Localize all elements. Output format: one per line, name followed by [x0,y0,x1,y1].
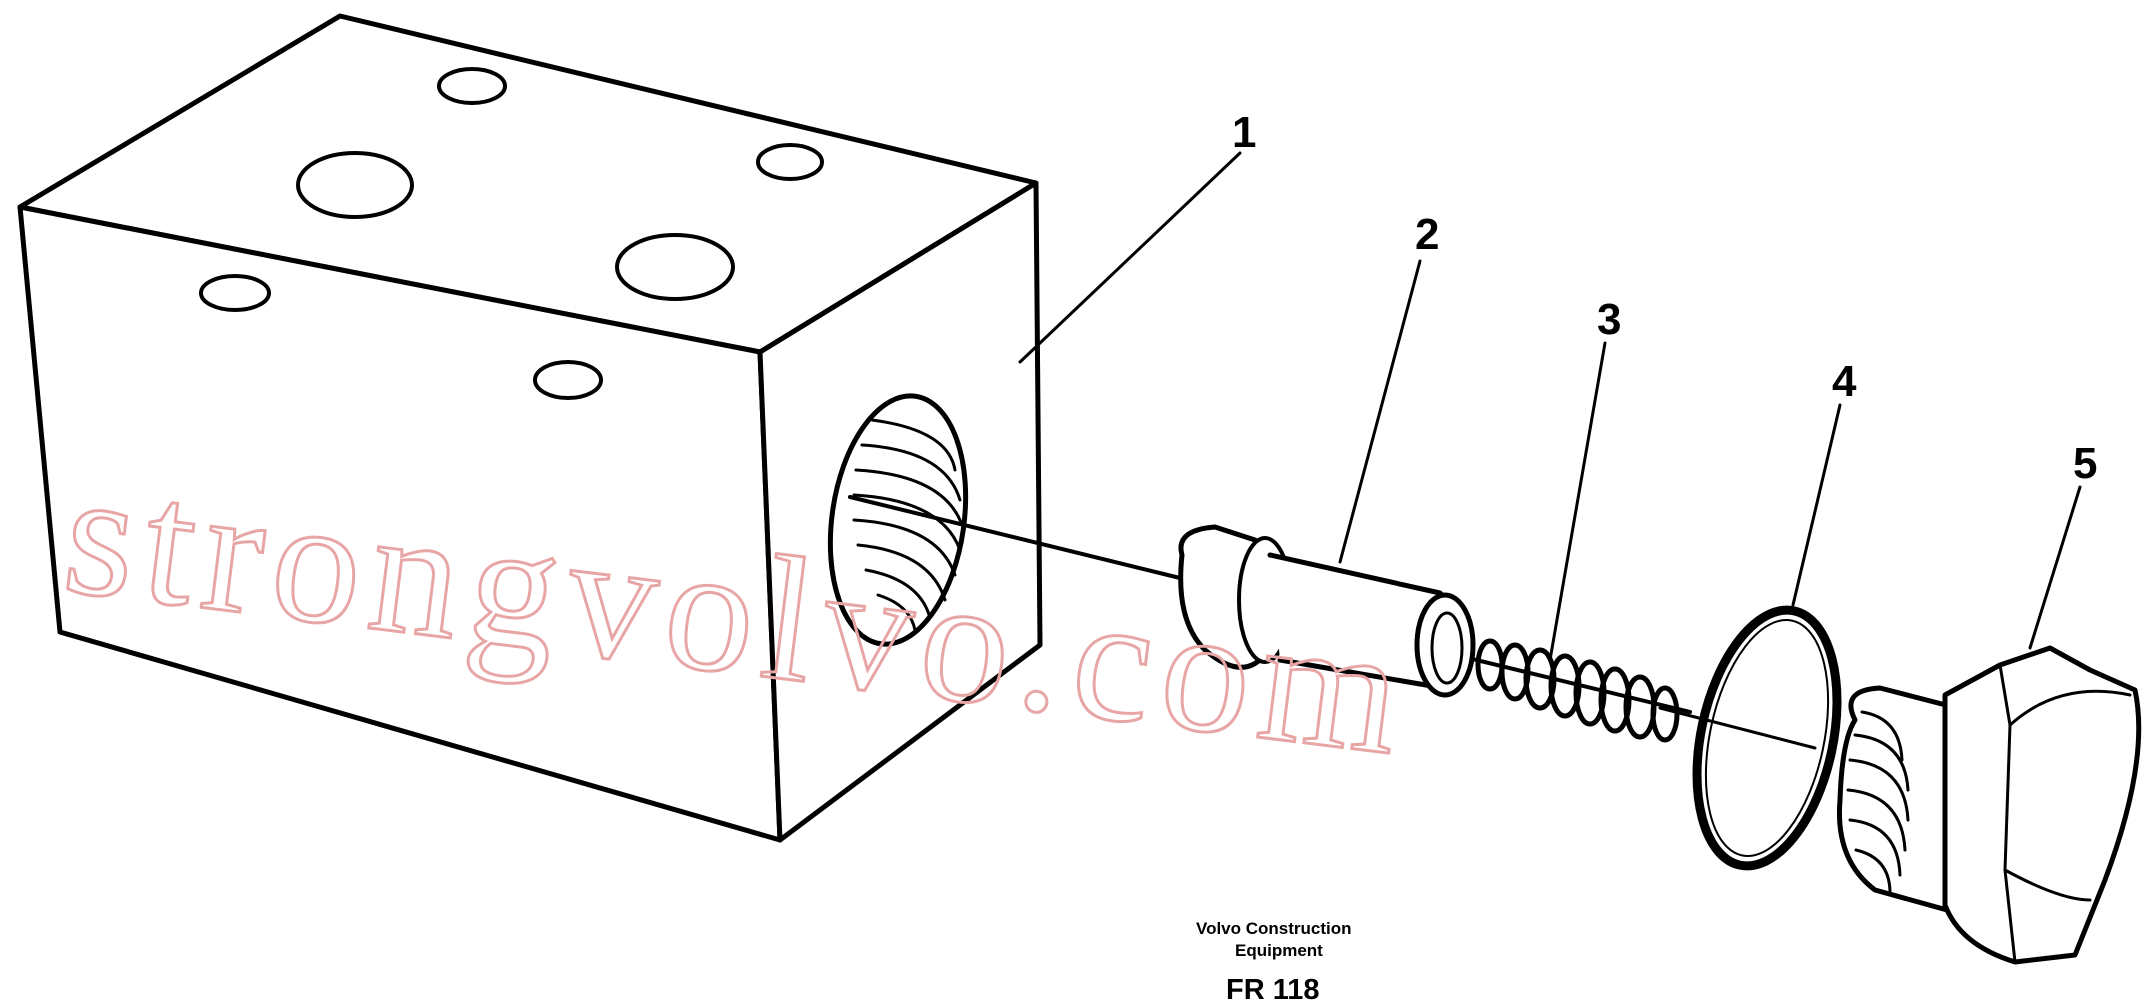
callout-3: 3 [1597,295,1621,344]
callout-2: 2 [1415,210,1439,259]
leader-line-2 [1338,259,1422,564]
figure-id: FR 118 [1226,974,1320,1002]
leader-line-5 [2028,485,2082,650]
callout-1: 1 [1232,108,1256,157]
caption-line-2: Equipment [1235,941,1323,960]
compression-spring [1475,638,1680,743]
block-port-hole [437,67,507,105]
threaded-plug [1836,645,2142,965]
callout-5: 5 [2073,439,2097,488]
leader-line-4 [1791,403,1842,607]
o-ring [1692,605,1842,871]
leader-line-3 [1548,341,1607,662]
threaded-bore [827,393,969,647]
block-port-hole [296,151,414,219]
leader-lines [1018,151,2082,662]
valve-poppet [1178,524,1476,698]
leader-line-1 [1018,151,1242,364]
callout-4: 4 [1832,357,1857,406]
caption-line-1: Volvo Construction [1196,919,1352,938]
block-port-hole [756,143,824,181]
block-port-hole [533,360,603,400]
block-port-hole [199,274,271,312]
block-port-hole [615,233,735,301]
valve-block [17,13,1043,843]
valve-block-right-face [757,180,1043,843]
